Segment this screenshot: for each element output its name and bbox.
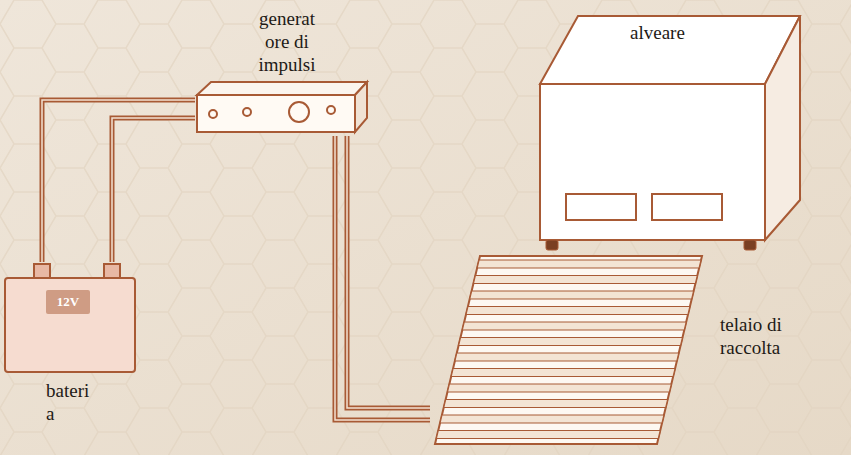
hive-foot [546,240,558,250]
wire [347,136,430,408]
voltage-badge [46,290,90,314]
beehive: alveare [538,12,803,254]
frame-slat [447,384,671,392]
hive-entrance [652,194,722,220]
frame-slat [462,322,686,330]
terminal-socket [327,106,335,114]
control-knob [289,102,309,122]
frame-slat [436,431,660,439]
wire-core [112,118,195,262]
frame-slat [455,353,679,361]
text-holder: generat ore di impulsi [247,8,327,76]
collection-frame: telaio di raccolta [430,252,850,450]
frame-outline [435,256,702,444]
frame-slat [470,291,694,299]
hive-top [540,16,800,84]
frame-slat [444,400,668,408]
battery-outline [2,262,142,452]
text-holder: 12V [46,290,90,314]
frame-slat [451,369,675,377]
voltage-label: 12V [57,294,79,310]
frame-slat [473,276,697,284]
wire-sheath [112,118,195,262]
generator-side [355,82,367,132]
device-label: alveare [630,22,750,45]
hive-foot [744,240,756,250]
text-holder: telaio di raccolta [720,314,815,360]
terminal-socket [243,108,251,116]
beehive-outline [538,12,803,254]
frame-slat [440,415,664,423]
hive-entrance [566,194,636,220]
wire-sheath [42,100,195,262]
frame-slat [466,307,690,315]
frame-slat [459,338,683,346]
frame-slat [477,260,701,268]
wire [112,118,195,262]
battery-body [5,278,135,372]
wire-core [42,100,195,262]
collection-frame-outline [430,252,850,450]
generator-front [197,95,355,132]
hive-side [765,16,800,240]
device-label: telaio di raccolta [720,314,815,360]
device-label: bateri a [46,380,96,426]
generator-top [197,82,367,95]
wire-sheath [335,136,430,420]
wire-sheath [347,136,430,408]
hive-front [540,84,765,240]
text-holder: alveare [630,22,750,45]
wire-core [335,136,430,420]
terminal-socket [209,110,217,118]
pulse-generator: generat ore di impulsi [195,8,395,136]
text-holder: bateri a [46,380,96,426]
device-label: generat ore di impulsi [247,8,327,76]
battery: 12V bateri a [2,262,142,452]
wire [335,136,430,420]
wire [42,100,195,262]
wire-core [347,136,430,408]
